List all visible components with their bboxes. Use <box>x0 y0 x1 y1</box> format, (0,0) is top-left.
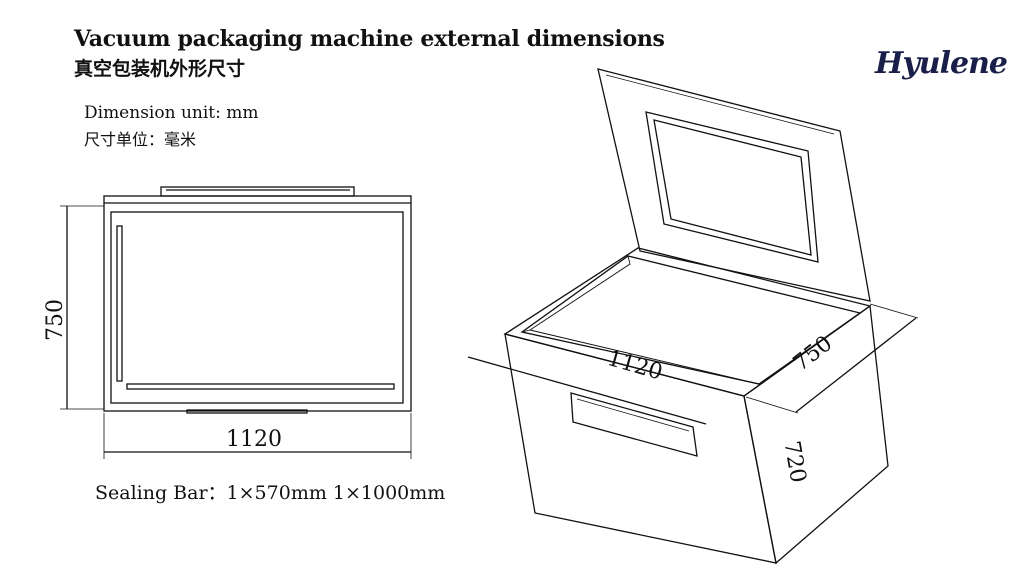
iso-length-label: 1120 <box>604 346 665 385</box>
isometric-view <box>467 68 919 565</box>
front-view-inner-lid <box>110 211 404 404</box>
brand-logo: Hyulene <box>855 24 1008 94</box>
dimension-unit-english: Dimension unit: mm <box>84 103 259 123</box>
iso-lid-window-inner <box>653 119 812 256</box>
iso-lid <box>597 68 871 302</box>
brand-logo-text: Hyulene <box>875 46 1008 81</box>
front-height-label: 750 <box>43 299 68 341</box>
iso-ext-line-750 <box>745 396 799 414</box>
iso-lid-edge <box>605 74 835 135</box>
dimension-unit-chinese: 尺寸单位：毫米 <box>84 130 197 149</box>
iso-handle-recess <box>570 392 698 457</box>
iso-body-side-face <box>743 304 889 565</box>
sealing-bar-spec: Sealing Bar：1×570mm 1×1000mm <box>95 482 446 504</box>
front-view-top-handle <box>160 186 355 197</box>
front-view <box>60 186 412 459</box>
iso-dim-line-750 <box>795 317 917 413</box>
sealing-bar-vertical <box>116 225 123 382</box>
front-view-foot <box>186 409 308 414</box>
front-width-label: 1120 <box>226 427 282 452</box>
iso-height-label: 720 <box>778 439 810 485</box>
iso-lid-window-outer <box>645 111 819 263</box>
iso-dim-line-1120 <box>467 356 707 425</box>
iso-ext-line-750-b <box>869 303 919 319</box>
sealing-bar-horizontal <box>126 383 395 390</box>
iso-handle-inner <box>576 398 690 432</box>
title-chinese: 真空包装机外形尺寸 <box>74 58 246 80</box>
iso-cavity-wall <box>521 255 631 333</box>
iso-depth-label: 750 <box>789 331 837 377</box>
iso-cavity-floor-edge <box>529 329 760 385</box>
title-english: Vacuum packaging machine external dimens… <box>74 26 665 52</box>
front-view-outline <box>103 195 412 412</box>
